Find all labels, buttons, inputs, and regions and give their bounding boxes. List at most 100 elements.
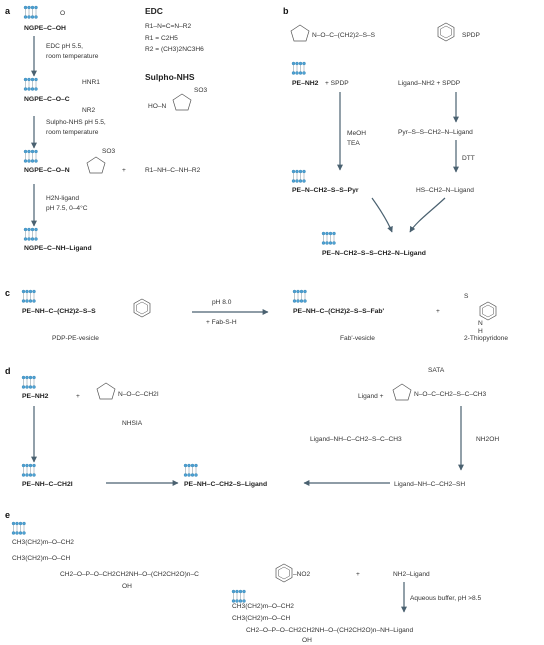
edc-title: EDC	[145, 6, 163, 16]
succinimide-ring-icon	[172, 93, 192, 111]
panel-label-e: e	[5, 510, 10, 520]
pdp-pe-vesicle-caption: PDP-PE-vesicle	[52, 335, 99, 342]
step1-condition-b: room temperature	[46, 53, 99, 60]
succinimide-ring-icon	[290, 24, 310, 42]
lipid-icon	[23, 77, 38, 91]
sulfo-so3: SO3	[194, 87, 208, 94]
thiopyridone-h: H	[478, 328, 483, 335]
pe-thioether-product: PE–NH–C–CH2–S–Ligand	[184, 481, 267, 488]
aqueous-buffer-condition: Aqueous buffer, pH >8.5	[410, 595, 482, 602]
lipid-icon	[21, 375, 36, 389]
condition-fab: + Fab-S-H	[206, 319, 237, 326]
nitro-group: –NO2	[293, 571, 311, 578]
succinimide-ring-icon	[86, 156, 106, 174]
lipid-icon	[11, 521, 26, 535]
pyridine-ring-icon	[437, 22, 455, 42]
product-ether-chain-2: CH3(CH2)m–O–CH	[232, 615, 290, 622]
condition-ph8: pH 8.0	[212, 299, 232, 306]
fab-vesicle-caption: Fab'-vesicle	[340, 335, 375, 342]
thiopyridone-caption: 2-Thiopyridone	[464, 335, 508, 342]
panel-c: PE–NH–C–(CH2)2–S–S PDP-PE-vesicle pH 8.0…	[21, 289, 508, 342]
lipid-icon	[291, 61, 306, 75]
step2-condition-b: room temperature	[46, 129, 99, 136]
lipid-icon	[292, 289, 307, 303]
thiopyridone-s: S	[464, 293, 469, 300]
lipid-icon	[183, 463, 198, 477]
succinimide-ring-icon	[96, 382, 116, 400]
panel-label-b: b	[283, 6, 289, 16]
plus-spdp: + SPDP	[325, 80, 349, 87]
plus-sign: +	[356, 571, 360, 578]
ngpe-acylisourea: NGPE–C–O–C	[24, 96, 70, 103]
ngpe-amide-product: NGPE–C–NH–Ligand	[24, 245, 92, 252]
urea-byproduct: R1–NH–C–NH–R2	[145, 167, 201, 174]
sulfo-nhs-title: Sulpho-NHS	[145, 72, 195, 82]
pe-iodoacetyl: PE–NH–C–CH2I	[22, 481, 73, 488]
pe-nh2: PE–NH2	[292, 80, 319, 87]
step1-condition: EDC pH 5.5,	[46, 43, 83, 50]
plus-sign: +	[436, 308, 440, 315]
succinimide-ring-icon	[392, 383, 412, 401]
thiopyridone-n: N	[478, 320, 483, 327]
peg-backbone: CH2–O–P–O–CH2CH2NH–O–(CH2CH2O)n–C	[60, 571, 199, 578]
nitrophenyl-ring-icon	[275, 563, 293, 583]
plus-sign: +	[76, 393, 80, 400]
panel-label-d: d	[5, 366, 11, 376]
product-phosphate-oh: OH	[302, 637, 312, 644]
pe-pyr-intermediate: PE–N–CH2–S–S–Pyr	[292, 187, 359, 194]
step2-condition: Sulpho-NHS pH 5.5,	[46, 119, 106, 126]
nh2-ligand: NH2–Ligand	[393, 571, 430, 578]
edc-formula: R1–N=C=N–R2	[145, 23, 192, 30]
thiopyridone-ring-icon	[479, 301, 497, 321]
pe-nh2-d: PE–NH2	[22, 393, 49, 400]
spdp-structure: N–O–C–(CH2)2–S–S	[312, 32, 376, 39]
ngpe-acid: NGPE–C–OH	[24, 25, 66, 32]
pe-conjugate-product: PE–N–CH2–S–S–CH2–N–Ligand	[322, 250, 426, 257]
step3-condition: H2N-ligand	[46, 195, 79, 202]
ester-so3: SO3	[102, 148, 116, 155]
lipid-icon	[321, 231, 336, 245]
hnr1-label: HNR1	[82, 79, 100, 86]
panel-d: PE–NH2 + N–O–C–CH2I NHSIA SATA Ligand + …	[21, 367, 499, 488]
lipid-icon	[23, 149, 38, 163]
pdp-pe-structure: PE–NH–C–(CH2)2–S–S	[22, 308, 96, 315]
nhsia-label: NHSIA	[122, 420, 143, 427]
ether-chain-2: CH3(CH2)m–O–CH	[12, 555, 70, 562]
phosphate-oh: OH	[122, 583, 132, 590]
sata-structure: N–O–C–CH2–S–C–CH3	[414, 391, 487, 398]
lipid-icon	[23, 5, 38, 19]
ligand-plus: Ligand +	[358, 393, 384, 400]
step3-condition-b: pH 7.5, 0–4°C	[46, 204, 88, 212]
panel-label-c: c	[5, 288, 10, 298]
nhsia-structure: N–O–C–CH2I	[118, 391, 159, 398]
ligand-nh2-spdp: Ligand–NH2 + SPDP	[398, 80, 461, 87]
product-peg-backbone: CH2–O–P–O–CH2CH2NH–O–(CH2CH2O)n–NH–Ligan…	[246, 627, 413, 634]
sulfo-ho: HO–N	[148, 103, 167, 110]
lipid-icon	[291, 169, 306, 183]
nh2oh-label: NH2OH	[476, 436, 499, 443]
ligand-thiol: Ligand–NH–C–CH2–SH	[394, 481, 465, 488]
edc-r2: R2 = (CH3)2NC3H6	[145, 46, 204, 53]
plus-sign: +	[122, 167, 126, 174]
spdp-label: SPDP	[462, 32, 481, 39]
sata-label: SATA	[428, 367, 445, 374]
product-ether-chain-1: CH3(CH2)m–O–CH2	[232, 603, 294, 610]
lipid-icon	[23, 227, 38, 241]
tea-label: TEA	[347, 140, 360, 147]
panel-e: CH3(CH2)m–O–CH2 CH3(CH2)m–O–CH CH2–O–P–O…	[11, 521, 482, 644]
fab-vesicle-structure: PE–NH–C–(CH2)2–S–S–Fab'	[293, 308, 385, 315]
hs-ligand: HS–CH2–N–Ligand	[416, 187, 474, 194]
ngpe-nhs-ester: NGPE–C–O–N	[24, 167, 70, 174]
panel-b: N–O–C–(CH2)2–S–S SPDP PE–NH2 + SPDP Liga…	[290, 22, 481, 257]
carbonyl-o-label: O	[60, 10, 65, 17]
nr2-label: NR2	[82, 107, 96, 114]
ligand-thioester: Ligand–NH–C–CH2–S–C–CH3	[310, 436, 402, 443]
panel-label-a: a	[5, 6, 11, 16]
ether-chain-1: CH3(CH2)m–O–CH2	[12, 539, 74, 546]
lipid-icon	[21, 289, 36, 303]
edc-r1: R1 = C2H5	[145, 35, 178, 42]
dtt-label: DTT	[462, 155, 475, 162]
lipid-icon	[21, 463, 36, 477]
pyridine-ring-icon	[133, 298, 151, 318]
